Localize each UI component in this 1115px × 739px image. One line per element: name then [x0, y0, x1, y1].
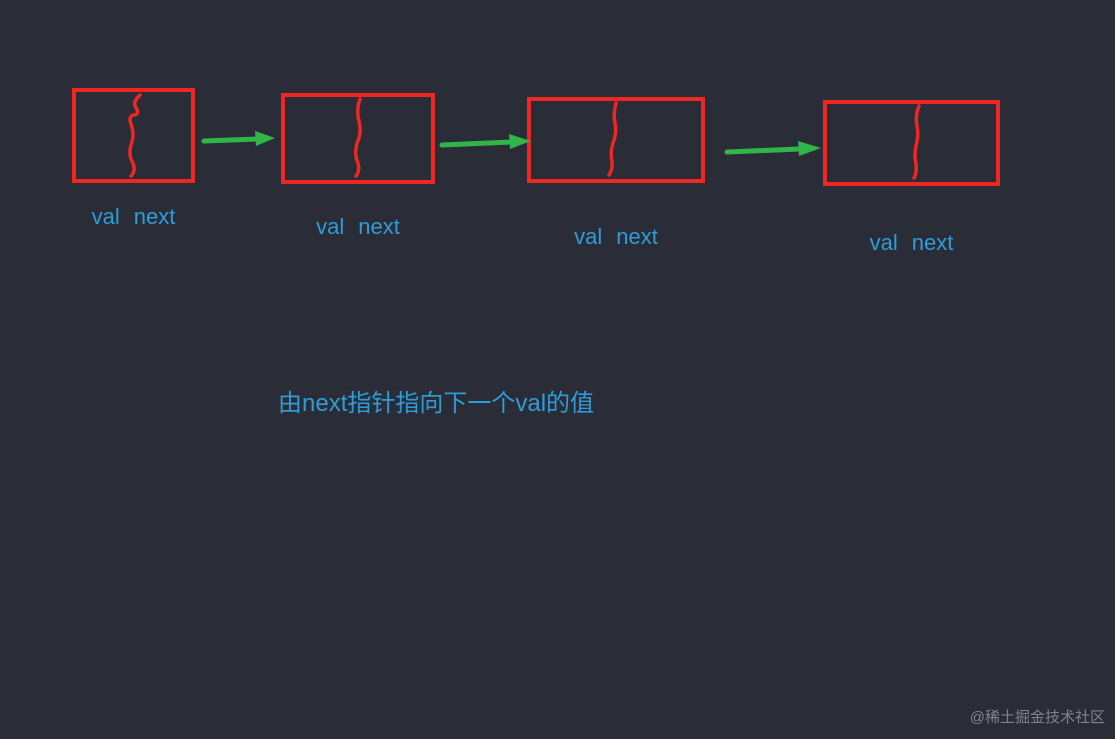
val-label: val — [869, 230, 898, 255]
linked-list-node-4 — [823, 100, 1000, 186]
watermark-text: @稀土掘金技术社区 — [969, 709, 1105, 726]
next-pointer-arrow-3 — [724, 141, 821, 156]
next-label: next — [358, 214, 400, 239]
val-label: val — [316, 214, 345, 239]
linked-list-node-1 — [72, 88, 195, 183]
node-field-labels-3: val next — [527, 224, 705, 250]
next-label: next — [911, 230, 954, 255]
next-pointer-arrow-1 — [201, 131, 275, 146]
next-label: next — [133, 204, 176, 229]
linked-list-node-3 — [527, 97, 705, 183]
linked-list-node-2 — [281, 93, 435, 184]
node-divider-line — [353, 97, 362, 178]
next-label: next — [616, 224, 658, 249]
node-field-labels-1: val next — [72, 204, 195, 230]
diagram-annotation: 由next指针指向下一个val的值 — [278, 390, 595, 417]
node-field-labels-2: val next — [281, 214, 435, 240]
next-pointer-arrow-2 — [439, 134, 531, 149]
node-field-labels-4: val next — [823, 230, 1000, 256]
val-label: val — [91, 204, 120, 229]
node-divider-line — [607, 101, 618, 177]
node-divider-line — [912, 104, 921, 180]
node-divider-line — [128, 93, 142, 178]
val-label: val — [574, 224, 603, 249]
